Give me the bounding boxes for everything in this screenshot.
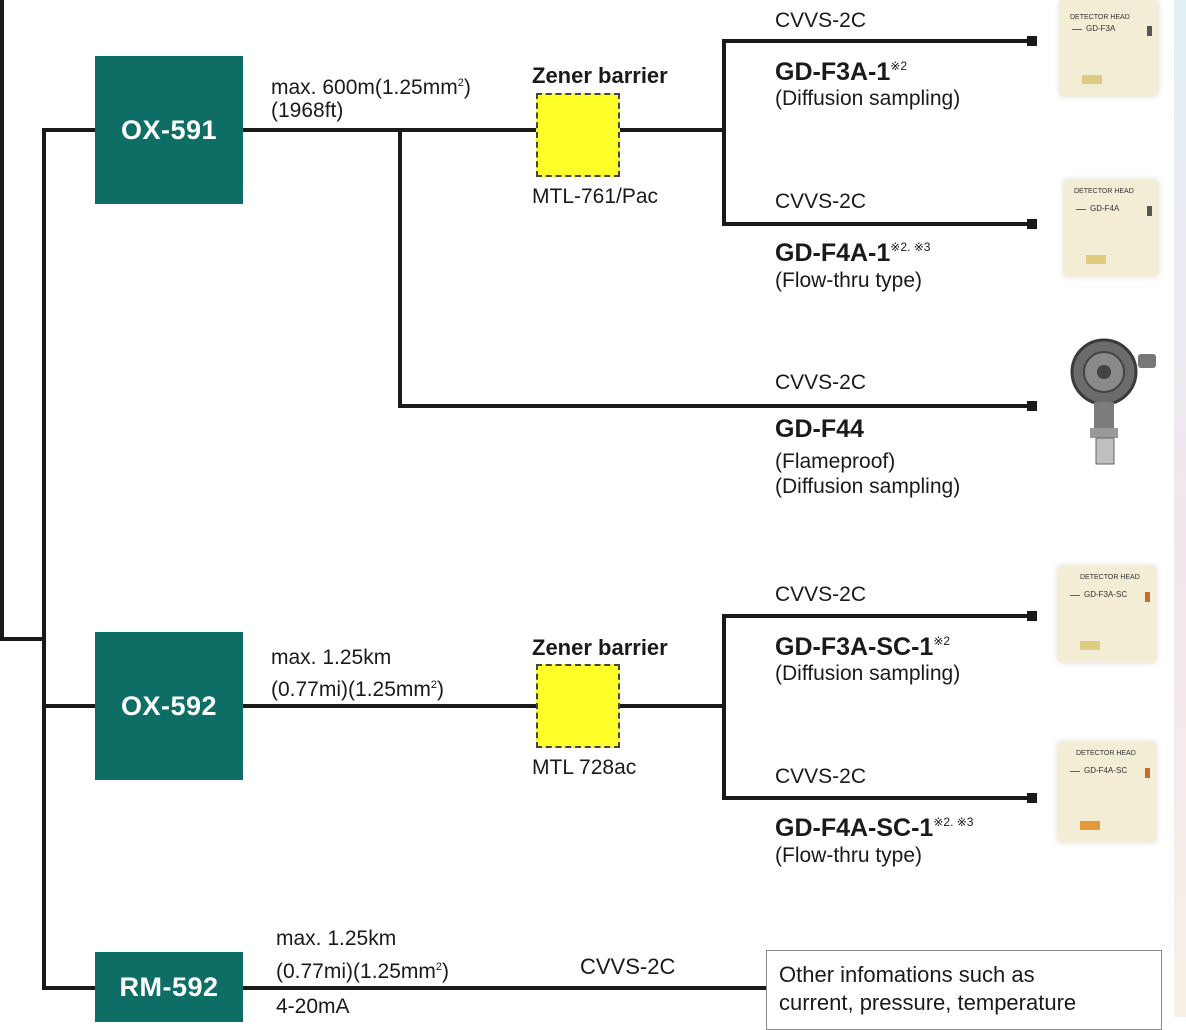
info-line1: Other infomations such as (779, 962, 1035, 987)
gd-f44-desc: (Flameproof) (775, 450, 896, 473)
rm592-output-wire (243, 986, 767, 990)
ox592-cable-length: max. 1.25km (271, 646, 392, 669)
ox592-output-wire (243, 704, 538, 708)
terminal-gd-f4a-1 (1027, 219, 1037, 229)
gd-f44-model: GD-F44 (775, 415, 864, 443)
terminal-gd-f44 (1027, 401, 1037, 411)
rm592-cable-length: max. 1.25km (276, 927, 397, 950)
rm592-cable-line2: (0.77mi)(1.25mm2) (276, 960, 449, 983)
gd-f44-drop-wire (398, 128, 402, 408)
gd-f3a-1-desc: (Diffusion sampling) (775, 87, 961, 110)
wire-to-gd-f3a-1 (722, 39, 1032, 43)
zener-barrier-2 (536, 664, 620, 748)
feeder-ox592 (42, 704, 96, 708)
gd-f3a-sc-1-model: GD-F3A-SC-1※2 (775, 633, 951, 661)
wire-to-gd-f3a-sc-1 (722, 614, 1032, 618)
wire-to-gd-f4a-1 (722, 222, 1032, 226)
feeder-rm592 (42, 986, 96, 990)
barrier1-output-wire (620, 128, 726, 132)
wire-to-gd-f4a-sc-1 (722, 796, 1032, 800)
barrier2-split-vertical (722, 614, 726, 800)
gd-f4a-1-model: GD-F4A-1※2. ※3 (775, 239, 931, 267)
page-edge-stripe (1174, 0, 1186, 1017)
gd-f44-device-photo (1070, 338, 1156, 465)
controller-rm592: RM-592 (95, 952, 243, 1022)
gd-f3a-sc-1-desc: (Diffusion sampling) (775, 662, 961, 685)
ox592-cable-line2: (0.77mi)(1.25mm2) (271, 678, 444, 701)
gd-f4a-sc-1-model: GD-F4A-SC-1※2. ※3 (775, 814, 974, 842)
zener-barrier-1-label: Zener barrier (532, 63, 668, 88)
gd-f3a-sc-1-device-photo: DETECTOR HEAD GD-F3A-SC (1058, 566, 1156, 662)
gd-f3a-1-device-photo: DETECTOR HEAD GD-F3A (1060, 0, 1158, 96)
rm592-cable-type: CVVS-2C (580, 954, 676, 979)
gd-f3a-1-cable: CVVS-2C (775, 9, 867, 32)
zener-barrier-2-model: MTL 728ac (532, 756, 637, 779)
main-bus-vertical (42, 128, 46, 990)
wire-to-gd-f44 (398, 404, 1032, 408)
terminal-gd-f4a-sc-1 (1027, 793, 1037, 803)
gd-f4a-1-desc: (Flow-thru type) (775, 269, 923, 292)
gd-f44-cable: CVVS-2C (775, 371, 867, 394)
controller-rm592-label: RM-592 (119, 972, 219, 1002)
ox591-cable-feet: (1968ft) (271, 99, 344, 122)
main-bus-horizontal (0, 637, 46, 641)
zener-barrier-2-label: Zener barrier (532, 635, 668, 660)
rm592-signal: 4-20mA (276, 995, 350, 1018)
ox591-cable-length: max. 600m(1.25mm2) (271, 76, 471, 99)
barrier2-output-wire (620, 704, 726, 708)
terminal-gd-f3a-1 (1027, 36, 1037, 46)
zener-barrier-1 (536, 93, 620, 177)
gd-f4a-sc-1-desc: (Flow-thru type) (775, 844, 923, 867)
gd-f3a-sc-1-cable: CVVS-2C (775, 583, 867, 606)
controller-ox591: OX-591 (95, 56, 243, 204)
terminal-gd-f3a-sc-1 (1027, 611, 1037, 621)
gd-f4a-sc-1-cable: CVVS-2C (775, 765, 867, 788)
gd-f4a-1-cable: CVVS-2C (775, 190, 867, 213)
gd-f4a-1-device-photo: DETECTOR HEAD GD-F4A (1064, 180, 1158, 276)
gd-f44-desc2: (Diffusion sampling) (775, 475, 961, 498)
main-trunk-wire (0, 0, 4, 641)
controller-ox592: OX-592 (95, 632, 243, 780)
barrier1-split-vertical (722, 39, 726, 226)
info-line2: current, pressure, temperature (779, 990, 1077, 1015)
feeder-ox591 (42, 128, 96, 132)
gd-f4a-sc-1-device-photo: DETECTOR HEAD GD-F4A-SC (1058, 742, 1156, 842)
zener-barrier-1-model: MTL-761/Pac (532, 185, 659, 208)
controller-ox591-label: OX-591 (120, 114, 218, 145)
controller-ox592-label: OX-592 (120, 690, 218, 721)
gd-f3a-1-model: GD-F3A-1※2 (775, 58, 908, 86)
other-info-box: Other infomations such as current, press… (766, 950, 1162, 1030)
ox591-output-wire (243, 128, 538, 132)
